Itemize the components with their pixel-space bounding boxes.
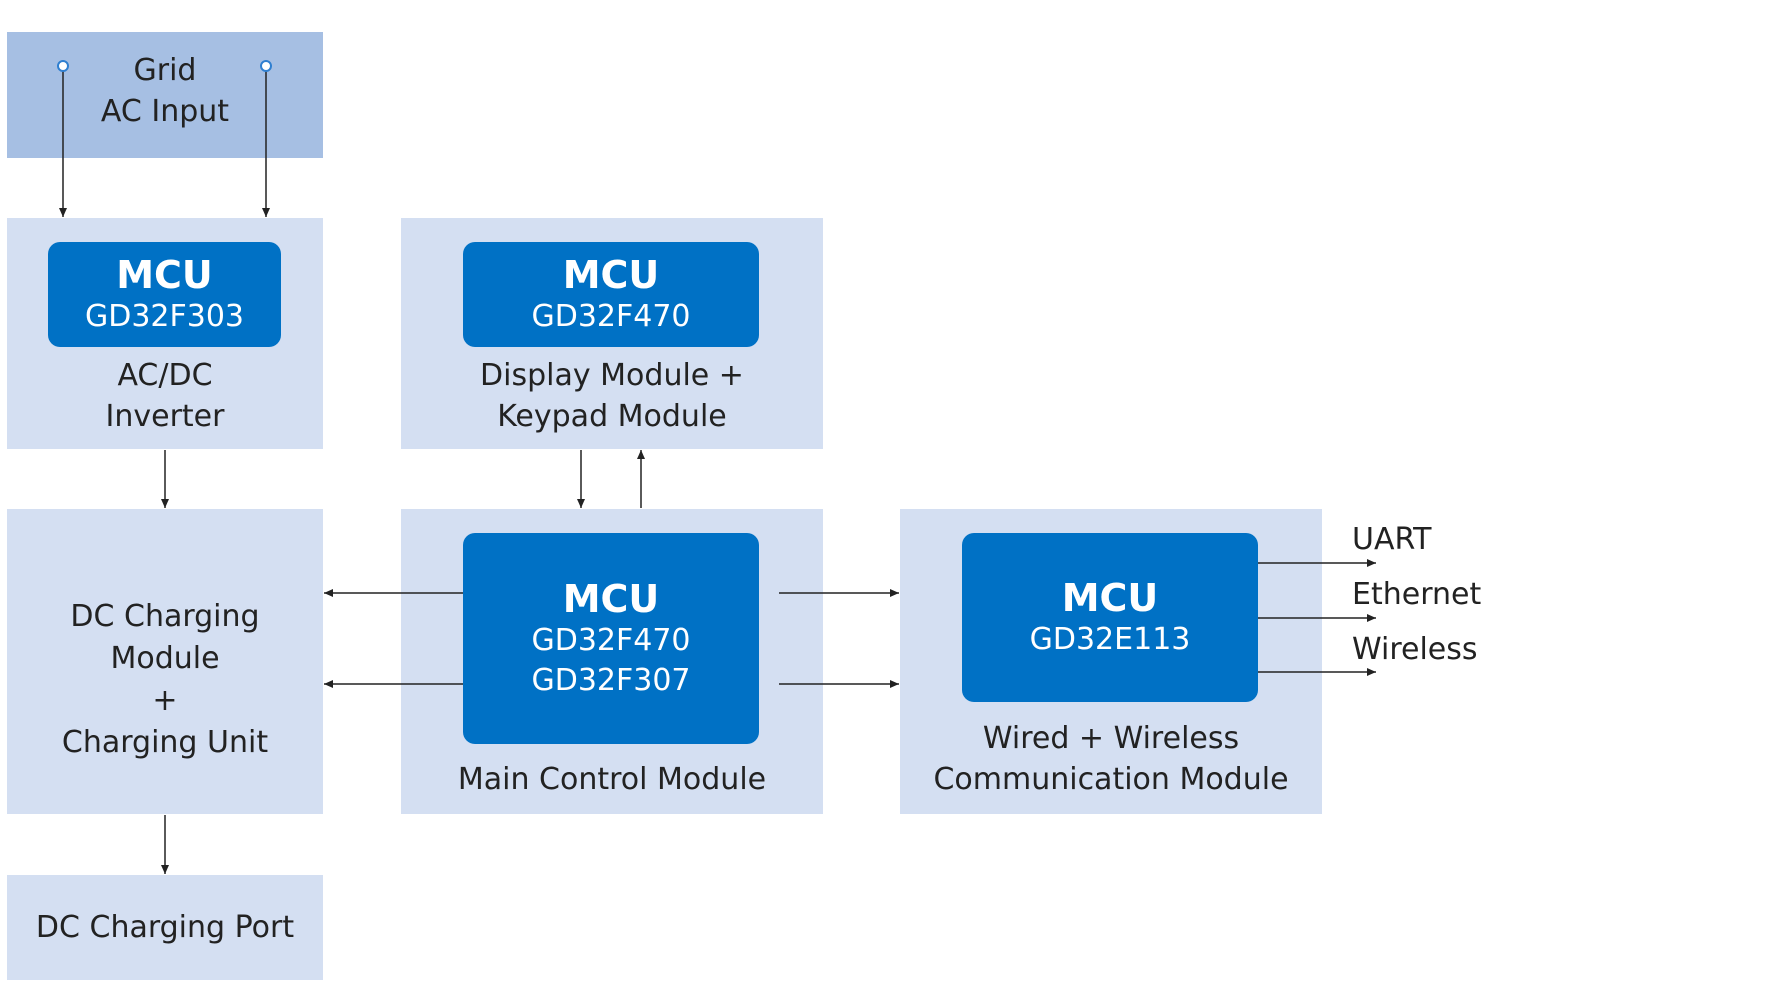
terminal-left xyxy=(57,60,69,72)
main-mcu-model-2: GD32F307 xyxy=(531,662,691,698)
display-mcu-model: GD32F470 xyxy=(531,298,691,334)
grid-ac-input-label: Grid AC Input xyxy=(7,50,323,132)
comm-mcu-title: MCU xyxy=(1061,575,1159,620)
ethernet-label: Ethernet xyxy=(1352,577,1482,612)
main-mcu-title: MCU xyxy=(562,576,660,621)
uart-label: UART xyxy=(1352,522,1432,557)
display-mcu-title: MCU xyxy=(562,252,660,297)
dc-module-line2: Module xyxy=(110,641,220,676)
communication-label: Wired + Wireless Communication Module xyxy=(900,718,1322,800)
acdc-mcu-model: GD32F303 xyxy=(84,298,245,334)
acdc-mcu-title: MCU xyxy=(116,252,213,297)
main-control-label: Main Control Module xyxy=(457,762,767,797)
terminal-right xyxy=(260,60,272,72)
dc-charging-module-block xyxy=(7,509,323,814)
comm-mcu-model: GD32E113 xyxy=(1029,621,1191,657)
grid-line1: Grid xyxy=(133,53,197,88)
dc-charging-module-label: DC Charging Module + Charging Unit xyxy=(7,596,323,764)
acdc-mcu-chip: MCU GD32F303 xyxy=(48,242,281,347)
display-line1: Display Module + xyxy=(480,358,744,393)
dc-module-line4: Charging Unit xyxy=(61,725,269,760)
comm-line1: Wired + Wireless xyxy=(982,721,1240,756)
grid-ac-input-block xyxy=(7,32,323,158)
main-mcu-model-1: GD32F470 xyxy=(531,622,691,658)
acdc-line1: AC/DC xyxy=(117,358,213,393)
main-control-mcu-chip: MCU GD32F470 GD32F307 xyxy=(463,533,759,744)
comm-line2: Communication Module xyxy=(933,762,1289,797)
display-line2: Keypad Module xyxy=(497,399,727,434)
display-mcu-chip: MCU GD32F470 xyxy=(463,242,759,347)
dc-charging-port-block xyxy=(7,875,323,980)
grid-line2: AC Input xyxy=(100,94,230,129)
dc-module-line3: + xyxy=(152,683,178,718)
comm-mcu-chip: MCU GD32E113 xyxy=(962,533,1258,702)
dc-module-line1: DC Charging xyxy=(70,599,260,634)
acdc-inverter-label: AC/DC Inverter xyxy=(7,355,323,437)
dc-charging-port-label: DC Charging Port xyxy=(35,910,295,945)
display-keypad-label: Display Module + Keypad Module xyxy=(401,355,823,437)
acdc-line2: Inverter xyxy=(105,399,225,434)
wireless-label: Wireless xyxy=(1352,632,1478,667)
